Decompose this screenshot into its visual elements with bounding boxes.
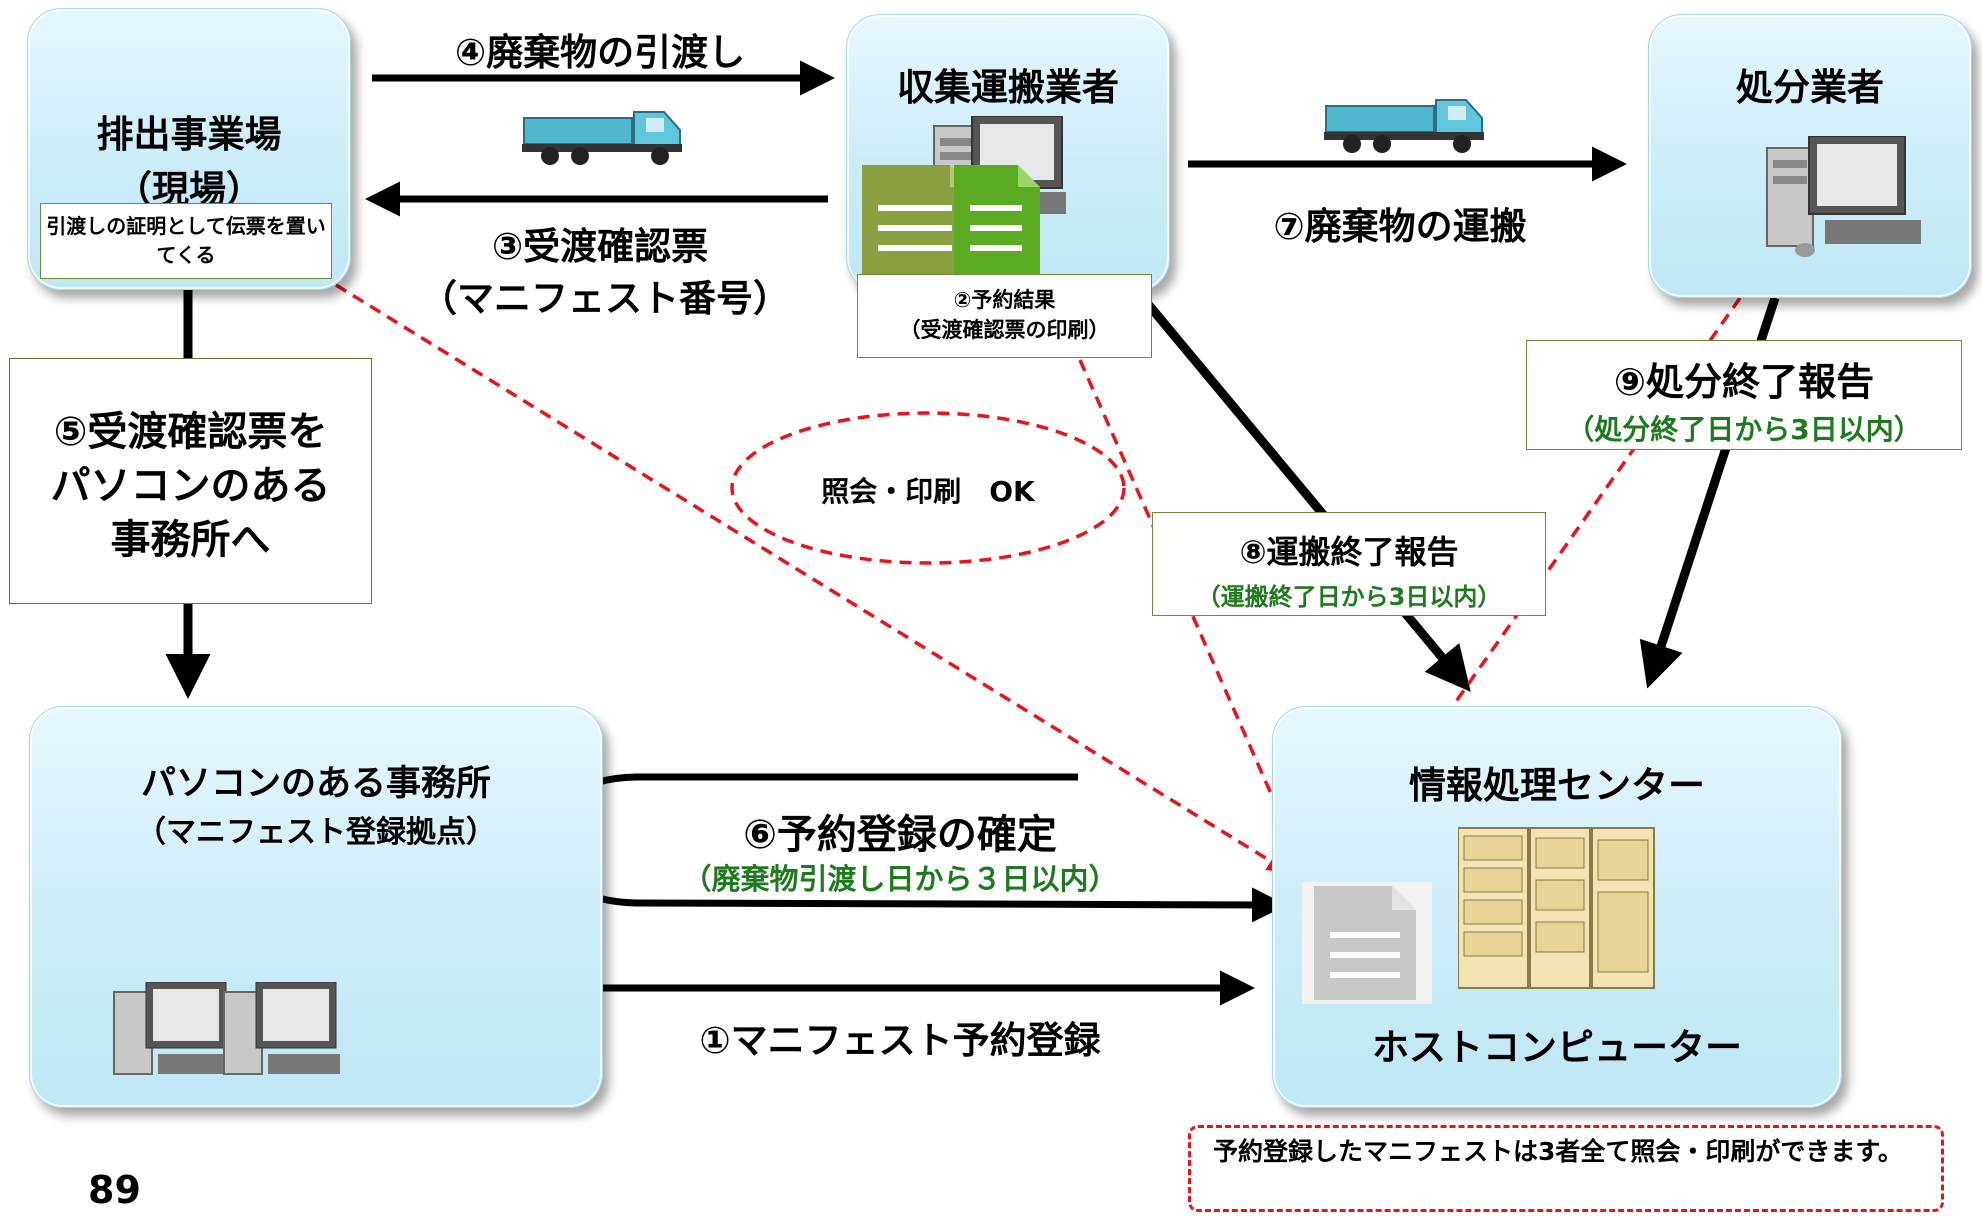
arrow-transport-report <box>1114 265 1471 692</box>
step5-line2: パソコンのある <box>50 463 331 509</box>
computer-icon <box>1766 136 1921 257</box>
office-subtitle: （マニフェスト登録拠点） <box>136 815 496 850</box>
label-reservation: ①マニフェスト予約登録 <box>699 1019 1101 1062</box>
disposer-title: 処分業者 <box>1736 66 1884 109</box>
collector-note-line2: （受渡確認票の印刷） <box>899 318 1110 342</box>
step5-line1: ⑤受渡確認票を <box>53 409 328 455</box>
site-note-text: 引渡しの証明として伝票を置いてくる <box>46 214 326 267</box>
server-icon <box>1458 827 1655 989</box>
footnote-text: 予約登録したマニフェストは3者全て照会・印刷ができます。 <box>1213 1137 1903 1166</box>
dashed-site-to-center <box>335 283 1289 873</box>
step9-title: ⑨処分終了報告 <box>1613 360 1875 404</box>
collector-title: 収集運搬業者 <box>897 66 1119 109</box>
truck-icon <box>522 111 682 165</box>
step9-sub: （処分終了日から3日以内） <box>1566 413 1922 446</box>
collector-note: ②予約結果 （受渡確認票の印刷） <box>857 274 1152 358</box>
computer-icon <box>113 982 340 1075</box>
label-transport: ⑦廃棄物の運搬 <box>1273 205 1527 248</box>
step5-line3: 事務所へ <box>110 517 271 563</box>
truck-icon <box>1324 99 1484 153</box>
label-confirm-sub: （廃棄物引渡し日から３日以内） <box>682 862 1118 896</box>
center-title: 情報処理センター <box>1409 764 1705 807</box>
collector-note-line1: ②予約結果 <box>953 288 1056 312</box>
document-icon <box>1302 882 1432 1004</box>
step8-box: ⑧運搬終了報告 （運搬終了日から3日以内） <box>1152 512 1546 616</box>
footnote-box: 予約登録したマニフェストは3者全て照会・印刷ができます。 <box>1188 1125 1944 1212</box>
site-title: 排出事業場 <box>96 113 282 156</box>
step8-sub: （運搬終了日から3日以内） <box>1196 583 1502 611</box>
document-icon <box>862 165 1040 277</box>
label-confirm: ⑥予約登録の確定 <box>743 812 1057 858</box>
page-number: 89 <box>88 1168 141 1212</box>
site-note: 引渡しの証明として伝票を置いてくる <box>40 203 332 279</box>
office-title: パソコンのある事務所 <box>140 764 491 804</box>
step5-box: ⑤受渡確認票を パソコンのある 事務所へ <box>9 358 372 604</box>
step9-box: ⑨処分終了報告 （処分終了日から3日以内） <box>1526 340 1962 450</box>
ellipse-label: 照会・印刷 OK <box>821 475 1035 508</box>
label-receipt-sub: （マニフェスト番号） <box>420 277 790 320</box>
label-receipt: ③受渡確認票 <box>491 225 709 268</box>
label-handover: ④廃棄物の引渡し <box>454 31 746 74</box>
center-subtitle: ホストコンピューター <box>1372 1026 1742 1069</box>
query-print-ellipse <box>730 411 1126 565</box>
step8-title: ⑧運搬終了報告 <box>1239 533 1459 571</box>
